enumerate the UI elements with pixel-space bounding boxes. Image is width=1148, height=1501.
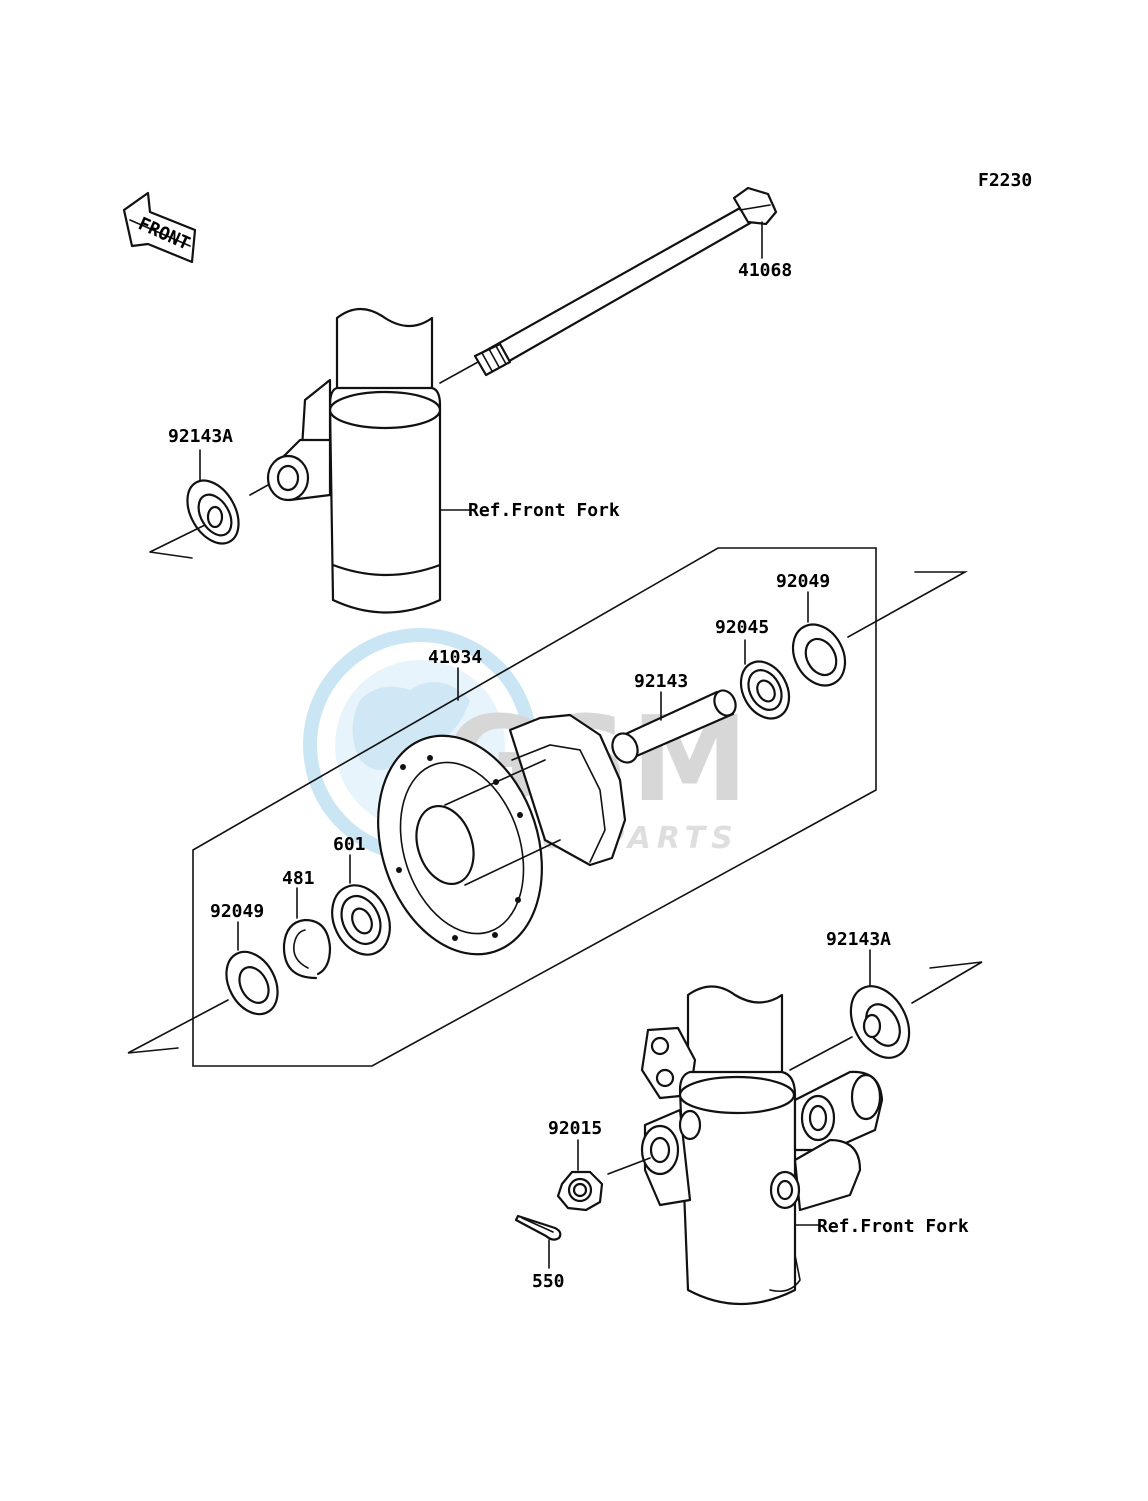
seal-92049-left	[127, 921, 279, 1054]
collar-92143A-left	[149, 449, 269, 559]
front-fork-upper	[266, 307, 471, 614]
label-481: 481	[282, 868, 315, 889]
label-92143A-left: 92143A	[168, 426, 233, 447]
nut-92015	[556, 1139, 604, 1212]
label-92049-right: 92049	[776, 571, 830, 592]
label-92045: 92045	[715, 617, 769, 638]
front-fork-lower	[607, 985, 884, 1305]
label-92143A-right: 92143A	[826, 929, 891, 950]
bearing-92045	[739, 639, 791, 720]
collar-92143A-right	[789, 949, 983, 1071]
figure-code: F2230	[978, 170, 1032, 191]
label-601: 601	[333, 834, 366, 855]
front-arrow-icon: FRONT	[122, 191, 197, 264]
label-550: 550	[532, 1271, 565, 1292]
cotter-pin-550	[514, 1214, 562, 1269]
spacer-92143	[611, 689, 737, 764]
hub-41034	[377, 667, 627, 956]
axle-41068	[439, 186, 778, 384]
hub-assembly-box	[192, 547, 877, 1067]
label-92049-left: 92049	[210, 901, 264, 922]
label-ref-front-fork-upper: Ref.Front Fork	[468, 500, 620, 521]
label-41034: 41034	[428, 647, 482, 668]
label-ref-front-fork-lower: Ref.Front Fork	[817, 1216, 969, 1237]
label-92143: 92143	[634, 671, 688, 692]
seal-92049-right	[791, 571, 969, 687]
circlip-481	[282, 887, 332, 980]
label-92015: 92015	[548, 1118, 602, 1139]
label-41068: 41068	[738, 260, 792, 281]
bearing-601	[331, 854, 391, 956]
